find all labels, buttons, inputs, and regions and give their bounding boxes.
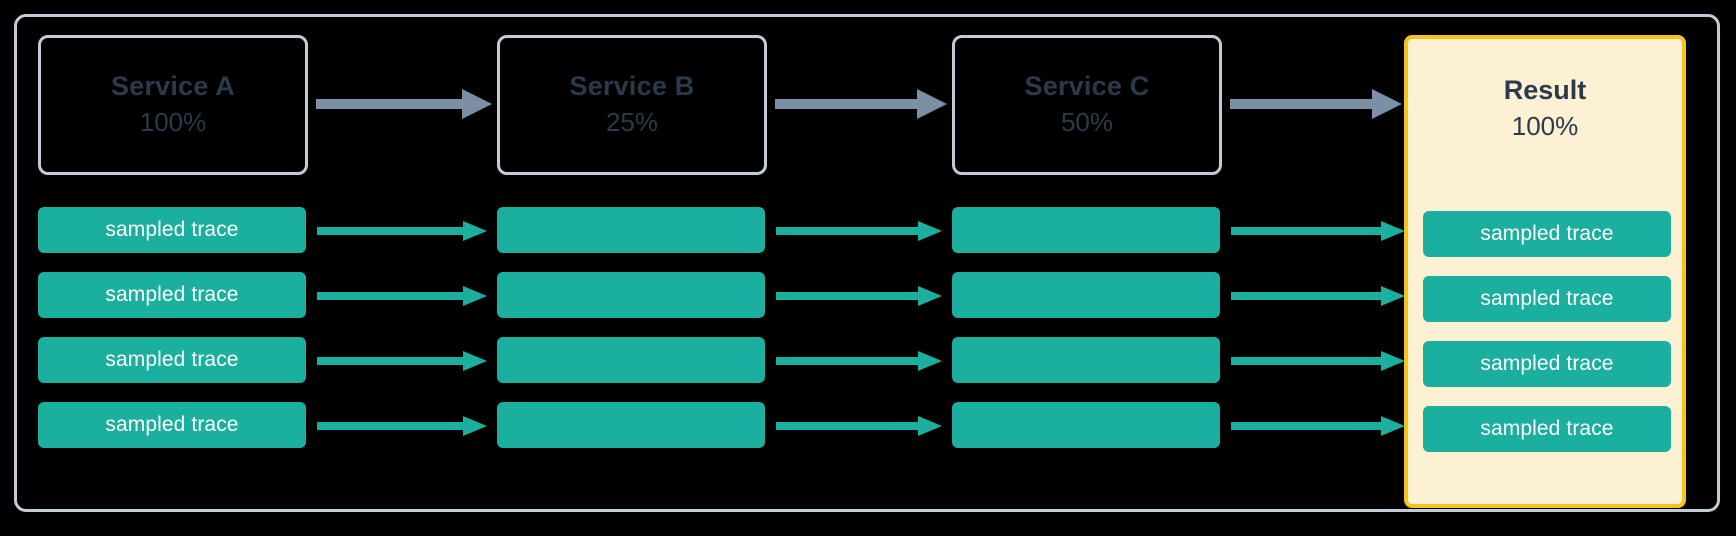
service-b-name: Service B: [569, 71, 695, 102]
trace-label: sampled trace: [105, 413, 239, 436]
service-c-name: Service C: [1024, 71, 1150, 102]
trace-label: sampled trace: [1480, 417, 1614, 440]
trace-arrow-b-to-c-row-3: [776, 351, 942, 371]
arrow-service-a-to-service-b: [316, 89, 492, 119]
trace-arrow-b-to-c-row-2: [776, 286, 942, 306]
result-trace-bar-row-3[interactable]: sampled trace: [1423, 341, 1671, 387]
trace-bar-service-b-row-3[interactable]: [497, 337, 765, 383]
trace-bar-service-c-row-4[interactable]: [952, 402, 1220, 448]
trace-bar-service-c-row-3[interactable]: [952, 337, 1220, 383]
trace-label: sampled trace: [105, 218, 239, 241]
result-name: Result: [1503, 75, 1587, 106]
trace-bar-service-b-row-4[interactable]: [497, 402, 765, 448]
trace-label: sampled trace: [105, 348, 239, 371]
arrow-service-c-to-result: [1230, 89, 1402, 119]
trace-label: sampled trace: [1480, 352, 1614, 375]
trace-arrow-a-to-b-row-2: [317, 286, 487, 306]
trace-arrow-a-to-b-row-1: [317, 221, 487, 241]
trace-bar-service-a-row-3[interactable]: sampled trace: [38, 337, 306, 383]
trace-arrow-c-to-result-row-2: [1231, 286, 1405, 306]
result-header: Result 100%: [1408, 39, 1682, 179]
result-trace-bar-row-1[interactable]: sampled trace: [1423, 211, 1671, 257]
trace-bar-service-b-row-1[interactable]: [497, 207, 765, 253]
service-box-service-a[interactable]: Service A 100%: [38, 35, 308, 175]
trace-arrow-b-to-c-row-4: [776, 416, 942, 436]
service-c-percent: 50%: [1060, 106, 1114, 137]
service-box-service-b[interactable]: Service B 25%: [497, 35, 767, 175]
trace-arrow-a-to-b-row-3: [317, 351, 487, 371]
trace-arrow-a-to-b-row-4: [317, 416, 487, 436]
service-b-percent: 25%: [605, 106, 659, 137]
trace-label: sampled trace: [1480, 222, 1614, 245]
result-percent: 100%: [1511, 110, 1579, 141]
diagram-outer-frame: [14, 14, 1720, 512]
result-trace-bar-row-4[interactable]: sampled trace: [1423, 406, 1671, 452]
result-panel[interactable]: Result 100% sampled trace sampled trace …: [1404, 35, 1686, 508]
trace-arrow-c-to-result-row-3: [1231, 351, 1405, 371]
trace-bar-service-c-row-1[interactable]: [952, 207, 1220, 253]
service-box-service-c[interactable]: Service C 50%: [952, 35, 1222, 175]
service-a-percent: 100%: [139, 106, 207, 137]
trace-bar-service-a-row-1[interactable]: sampled trace: [38, 207, 306, 253]
result-trace-bar-row-2[interactable]: sampled trace: [1423, 276, 1671, 322]
trace-arrow-b-to-c-row-1: [776, 221, 942, 241]
trace-arrow-c-to-result-row-1: [1231, 221, 1405, 241]
arrow-service-b-to-service-c: [775, 89, 947, 119]
trace-arrow-c-to-result-row-4: [1231, 416, 1405, 436]
trace-bar-service-a-row-4[interactable]: sampled trace: [38, 402, 306, 448]
trace-label: sampled trace: [105, 283, 239, 306]
trace-bar-service-c-row-2[interactable]: [952, 272, 1220, 318]
trace-bar-service-b-row-2[interactable]: [497, 272, 765, 318]
service-a-name: Service A: [111, 71, 235, 102]
trace-bar-service-a-row-2[interactable]: sampled trace: [38, 272, 306, 318]
trace-label: sampled trace: [1480, 287, 1614, 310]
